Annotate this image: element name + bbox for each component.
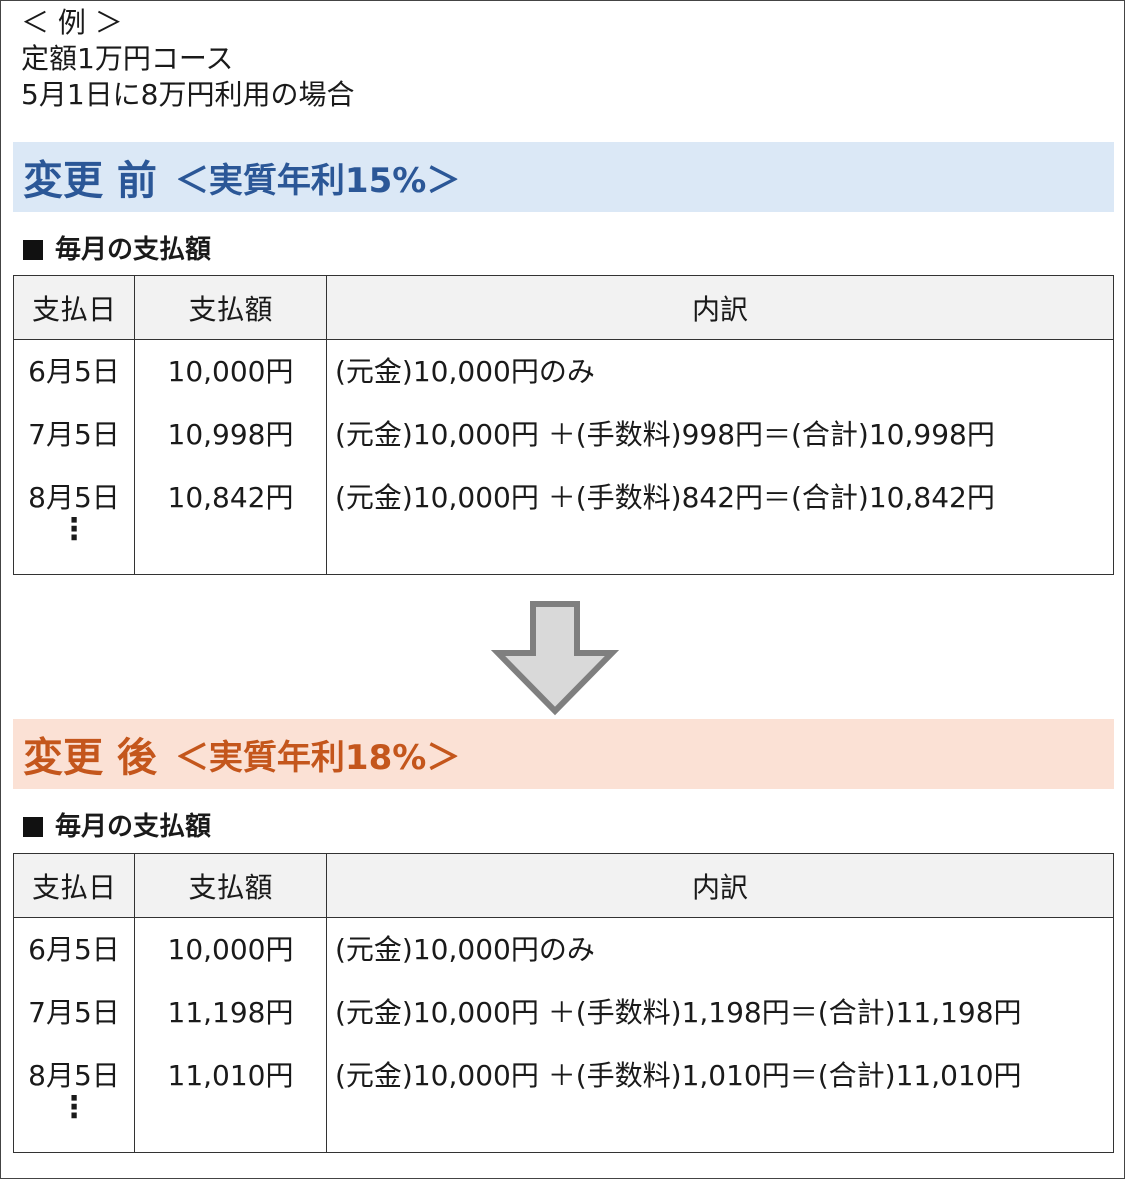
after-section-label: 毎月の支払額 xyxy=(55,812,212,842)
table-row-detail: (元金)10,000円 ＋(手数料)1,010円＝(合計)11,010円 xyxy=(335,1059,1022,1092)
before-header-band: 変更 前 ＜実質年利15%＞ xyxy=(13,142,1114,212)
continuation-dots: ⋮ xyxy=(59,1090,89,1125)
square-bullet-icon xyxy=(23,240,43,260)
arrow-shape xyxy=(491,601,619,716)
date-column: 6月5日 7月5日 8月5日 ⋮ xyxy=(13,339,135,575)
before-title: 変更 前 xyxy=(23,158,157,204)
detail-column: (元金)10,000円のみ (元金)10,000円 ＋(手数料)1,198円＝(… xyxy=(326,917,1114,1153)
table-body: 6月5日 7月5日 8月5日 ⋮ 10,000円 10,998円 10,842円… xyxy=(13,339,1114,575)
after-header-band: 変更 後 ＜実質年利18%＞ xyxy=(13,719,1114,789)
after-title: 変更 後 xyxy=(23,735,157,781)
amount-column: 10,000円 10,998円 10,842円 xyxy=(134,339,327,575)
square-bullet-icon xyxy=(23,817,43,837)
header-amount: 支払額 xyxy=(134,275,327,340)
before-rate: ＜実質年利15%＞ xyxy=(174,160,461,201)
table-row-amount: 10,000円 xyxy=(167,933,294,966)
course-label: 定額1万円コース xyxy=(21,42,234,75)
before-payment-table: 支払日 支払額 内訳 6月5日 7月5日 8月5日 ⋮ 10,000円 10,9… xyxy=(13,275,1114,575)
table-row-detail: (元金)10,000円 ＋(手数料)842円＝(合計)10,842円 xyxy=(335,481,995,514)
table-row-detail: (元金)10,000円のみ xyxy=(335,933,595,966)
after-rate: ＜実質年利18%＞ xyxy=(174,737,461,778)
table-row-date: 8月5日 xyxy=(28,481,120,514)
table-header-row: 支払日 支払額 内訳 xyxy=(13,275,1114,340)
table-body: 6月5日 7月5日 8月5日 ⋮ 10,000円 11,198円 11,010円… xyxy=(13,917,1114,1153)
after-payment-table: 支払日 支払額 内訳 6月5日 7月5日 8月5日 ⋮ 10,000円 11,1… xyxy=(13,853,1114,1153)
header-detail: 内訳 xyxy=(326,853,1114,918)
table-row-detail: (元金)10,000円のみ xyxy=(335,355,595,388)
table-row-amount: 10,998円 xyxy=(167,418,294,451)
header-detail: 内訳 xyxy=(326,275,1114,340)
example-label: ＜ 例 ＞ xyxy=(21,6,123,39)
before-section-heading: 毎月の支払額 xyxy=(23,229,211,266)
table-row-date: 6月5日 xyxy=(28,355,120,388)
table-header-row: 支払日 支払額 内訳 xyxy=(13,853,1114,918)
header-amount: 支払額 xyxy=(134,853,327,918)
header-date: 支払日 xyxy=(13,275,135,340)
before-section-label: 毎月の支払額 xyxy=(55,235,212,265)
table-row-detail: (元金)10,000円 ＋(手数料)1,198円＝(合計)11,198円 xyxy=(335,996,1022,1029)
table-row-amount: 11,010円 xyxy=(167,1059,294,1092)
amount-column: 10,000円 11,198円 11,010円 xyxy=(134,917,327,1153)
table-row-date: 7月5日 xyxy=(28,996,120,1029)
table-row-amount: 10,000円 xyxy=(167,355,294,388)
intro-block: ＜ 例 ＞ 定額1万円コース 5月1日に8万円利用の場合 xyxy=(21,5,354,113)
down-arrow-icon xyxy=(491,601,619,716)
table-row-detail: (元金)10,000円 ＋(手数料)998円＝(合計)10,998円 xyxy=(335,418,995,451)
detail-column: (元金)10,000円のみ (元金)10,000円 ＋(手数料)998円＝(合計… xyxy=(326,339,1114,575)
header-date: 支払日 xyxy=(13,853,135,918)
table-row-amount: 11,198円 xyxy=(167,996,294,1029)
continuation-dots: ⋮ xyxy=(59,512,89,547)
scenario-label: 5月1日に8万円利用の場合 xyxy=(21,78,355,111)
table-row-date: 7月5日 xyxy=(28,418,120,451)
table-row-date: 8月5日 xyxy=(28,1059,120,1092)
date-column: 6月5日 7月5日 8月5日 ⋮ xyxy=(13,917,135,1153)
after-section-heading: 毎月の支払額 xyxy=(23,806,211,843)
table-row-date: 6月5日 xyxy=(28,933,120,966)
table-row-amount: 10,842円 xyxy=(167,481,294,514)
